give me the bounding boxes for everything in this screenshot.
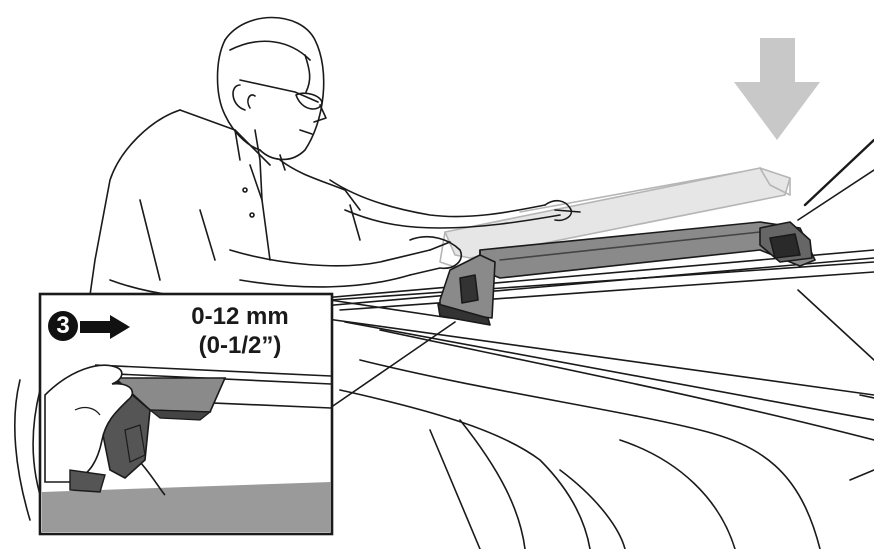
arrow-down-icon: [734, 38, 820, 140]
adjustment-range-label: 0-12 mm (0-1/2”): [150, 302, 330, 360]
car-roof-outline: [320, 262, 874, 549]
measurement-inches: (0-1/2”): [150, 331, 330, 360]
measurement-mm: 0-12 mm: [150, 302, 330, 331]
step-number-badge: 3: [48, 311, 78, 341]
arrow-right-icon: [80, 315, 132, 339]
